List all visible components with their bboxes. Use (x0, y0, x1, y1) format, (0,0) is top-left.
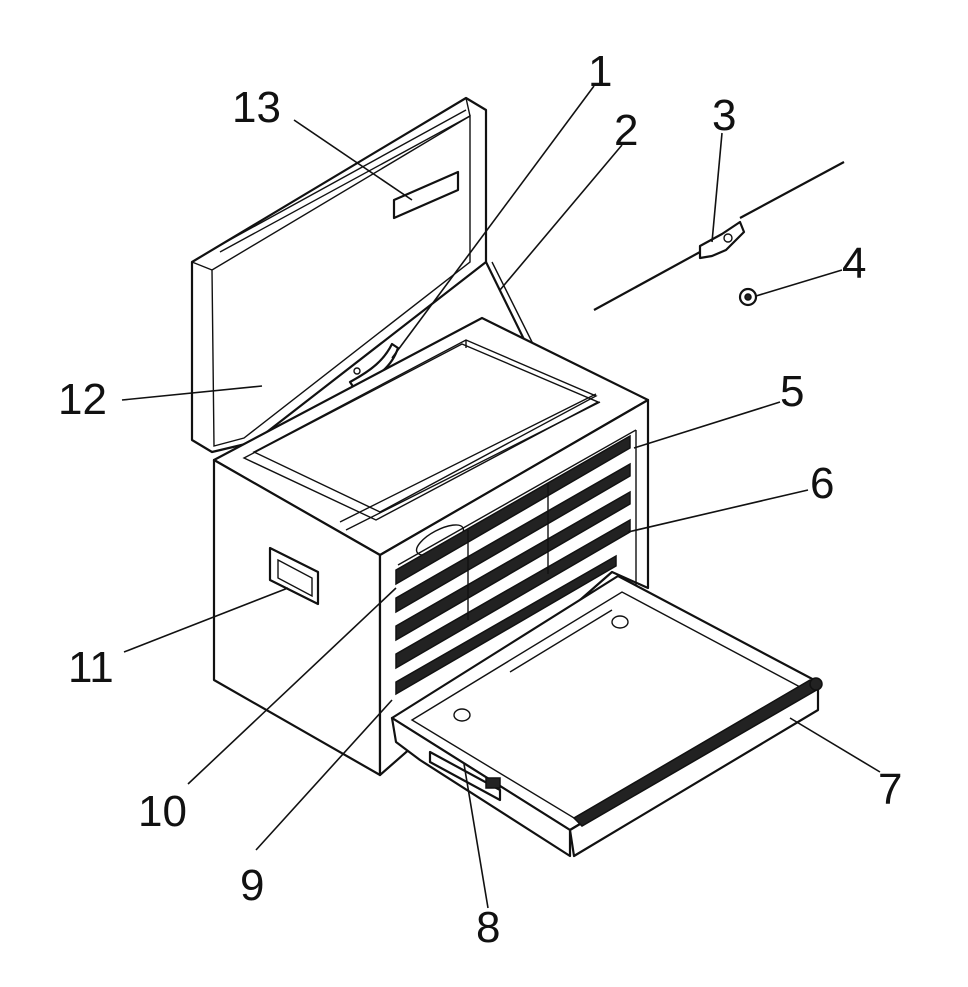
nameplate-part-13 (392, 170, 460, 220)
callout-1: 1 (588, 47, 612, 96)
callout-12: 12 (58, 375, 107, 424)
callout-4: 4 (842, 239, 866, 288)
callout-5: 5 (780, 367, 804, 416)
callout-2: 2 (614, 106, 638, 155)
callout-13: 13 (232, 83, 281, 132)
callout-8: 8 (476, 903, 500, 952)
side-handle-part-11 (268, 546, 320, 606)
lid-part-12 (190, 96, 488, 454)
drawer-fronts (395, 434, 631, 696)
callout-9: 9 (240, 861, 264, 910)
callout-3: 3 (712, 91, 736, 140)
drawer-slide-part-8 (428, 609, 629, 802)
leader-lines (121, 85, 881, 909)
callout-11: 11 (68, 643, 114, 692)
callout-7: 7 (878, 765, 902, 814)
lock-part-4 (738, 287, 758, 307)
callout-6: 6 (810, 459, 834, 508)
callout-10: 10 (138, 787, 187, 836)
callout-labels: 1 2 3 4 5 6 7 8 9 10 11 12 13 (58, 47, 902, 952)
lock-rod-part-3 (593, 161, 845, 311)
drawer-handle-part-7 (572, 677, 823, 827)
